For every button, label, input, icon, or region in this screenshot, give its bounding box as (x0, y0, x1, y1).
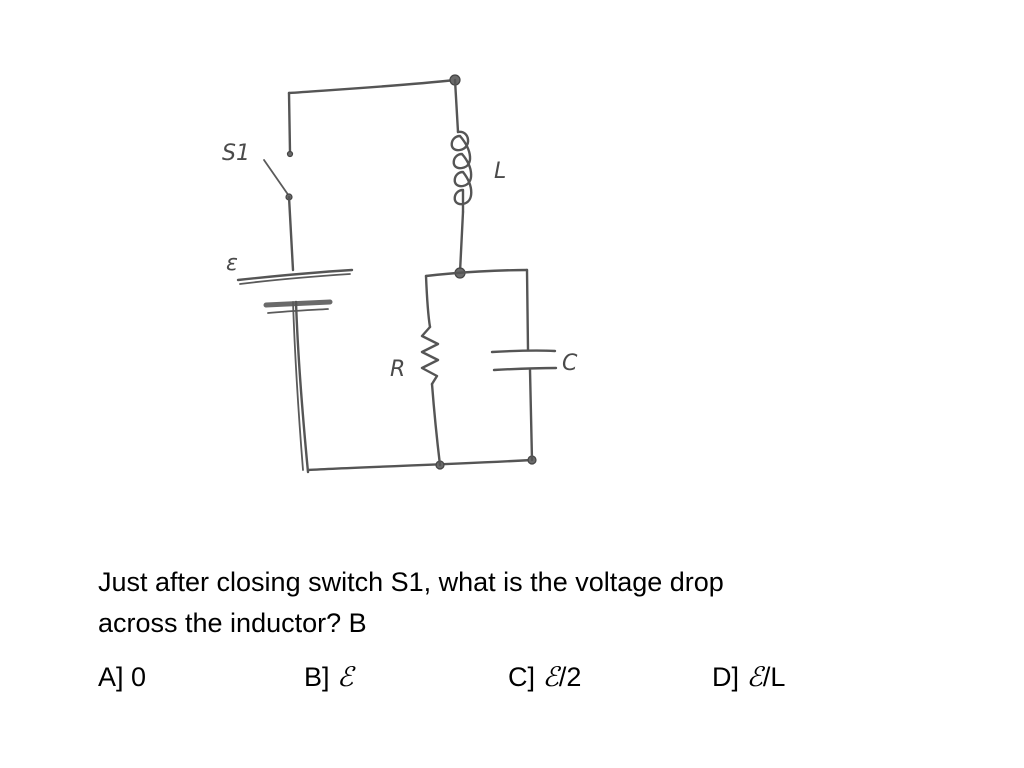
answer-a-text: A] 0 (98, 662, 147, 692)
answer-a: A] 0 (98, 662, 146, 693)
switch-upper-contact (286, 150, 294, 158)
answer-d-emf-symbol: ℰ (746, 662, 763, 693)
question-text: Just after closing switch S1, what is th… (98, 562, 958, 644)
answer-b-prefix: B] (304, 662, 338, 692)
left-vertical-wire (294, 300, 310, 474)
answer-c: C] ℰ/2 (508, 662, 581, 693)
label-c: C (562, 351, 578, 376)
switch-blade (263, 159, 290, 197)
answer-b-emf-symbol: ℰ (337, 662, 354, 693)
capacitor-bottom-lead (528, 368, 534, 462)
left-vertical-wire-2 (292, 301, 304, 471)
answer-c-emf-symbol: ℰ (542, 662, 559, 693)
battery-long-plate-2 (239, 273, 351, 285)
inductor-coil (450, 130, 473, 214)
inductor-top-lead (453, 78, 460, 134)
switch-upper-lead (287, 91, 292, 154)
question-line-1: Just after closing switch S1, what is th… (98, 567, 724, 597)
capacitor-top-lead (525, 268, 530, 352)
answer-d: D] ℰ/L (712, 662, 785, 693)
resistor-zigzag (420, 325, 440, 386)
answer-options: A] 0 B] ℰ C] ℰ/2 D] ℰ/L (98, 662, 958, 702)
answer-d-suffix: /L (762, 662, 786, 692)
inductor-bottom-lead (458, 210, 465, 274)
capacitor-plate-top (490, 349, 557, 354)
label-s1: S1 (222, 141, 250, 166)
answer-c-prefix: C] (508, 662, 543, 692)
answer-d-prefix: D] (712, 662, 747, 692)
label-emf: ε (226, 251, 238, 276)
question-line-2: across the inductor? B (98, 608, 367, 638)
resistor-top-lead (424, 274, 432, 329)
parallel-top-wire (424, 268, 529, 278)
top-wire (287, 78, 457, 95)
resistor-bottom-lead (430, 382, 442, 467)
answer-b: B] ℰ (304, 662, 353, 693)
capacitor-plate-bottom (492, 366, 558, 372)
label-l: L (494, 159, 506, 184)
bottom-wire (306, 458, 534, 472)
answer-c-suffix: /2 (558, 662, 582, 692)
battery-short-plate (263, 299, 333, 308)
label-r: R (390, 357, 405, 382)
switch-to-battery-wire (287, 195, 295, 272)
battery-short-plate-2 (267, 308, 329, 314)
battery-long-plate (236, 268, 354, 282)
